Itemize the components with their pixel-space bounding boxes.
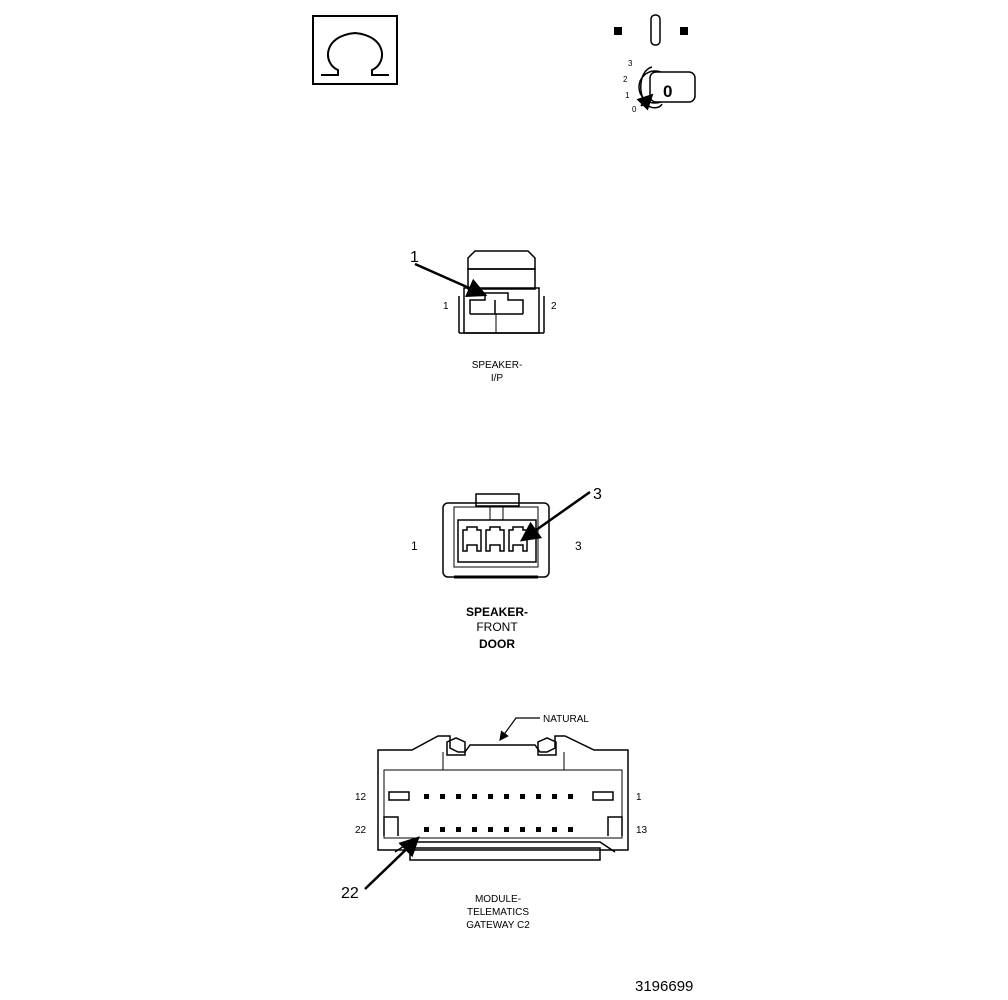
caption-front-door-line2: FRONT	[476, 620, 518, 634]
ignition-pos-2: 2	[623, 75, 628, 84]
pin-label-telematics-1: 1	[636, 792, 642, 803]
color-label-natural: NATURAL	[543, 714, 589, 725]
figure-number: 3196699	[635, 978, 693, 995]
pin-label-front-door-right: 3	[575, 539, 582, 553]
pin-label-ip-left: 1	[443, 301, 449, 312]
pin-label-telematics-22: 22	[355, 825, 367, 836]
caption-ip-line2: I/P	[491, 373, 504, 384]
caption-ip-line1: SPEAKER-	[472, 360, 523, 371]
ignition-switch-icon: 3 2 1 0 0	[614, 14, 696, 114]
cavity-row-top	[424, 794, 573, 799]
pin-label-telematics-12: 12	[355, 792, 367, 803]
pin-label-front-door-left: 1	[411, 539, 418, 553]
connector-speaker-front-door: 3 1 3 SPEAKER- FRONT DOOR	[411, 486, 602, 651]
omega-icon	[312, 15, 398, 85]
connector-speaker-ip: 1 1 2 SPEAKER- I/P	[410, 249, 557, 384]
ignition-pos-3: 3	[628, 59, 633, 68]
ignition-pos-1: 1	[625, 91, 630, 100]
callout-ip: 1	[410, 249, 419, 266]
caption-telematics-line3: GATEWAY C2	[466, 920, 530, 931]
ignition-key-label: 0	[663, 82, 672, 101]
connector-telematics-gateway-c2: NATURAL 12 1 22 13 22 MODULE- TELEMATICS…	[341, 714, 648, 931]
callout-telematics: 22	[341, 885, 359, 902]
pin-label-telematics-13: 13	[636, 825, 648, 836]
caption-front-door-line1: SPEAKER-	[466, 605, 528, 619]
caption-telematics-line2: TELEMATICS	[467, 907, 529, 918]
caption-telematics-line1: MODULE-	[475, 894, 521, 905]
callout-front-door: 3	[593, 486, 602, 503]
ignition-pos-0: 0	[632, 105, 637, 114]
caption-front-door-line3: DOOR	[479, 637, 515, 651]
pin-label-ip-right: 2	[551, 301, 557, 312]
cavity-row-bottom	[424, 827, 573, 832]
